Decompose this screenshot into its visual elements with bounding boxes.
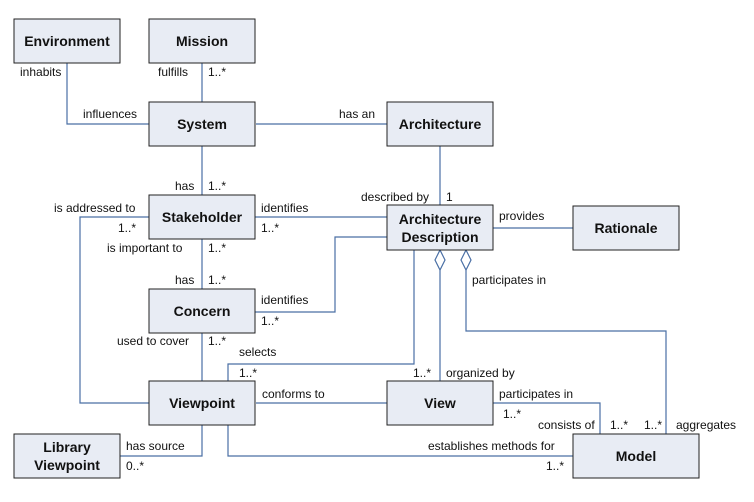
label-has-an: has an (339, 107, 375, 121)
label-consists-of-mult: 1..* (610, 418, 628, 432)
label-has-system: has (175, 179, 194, 193)
box-view-label: View (424, 395, 456, 411)
label-provides: provides (499, 209, 544, 223)
box-architecture[interactable]: Architecture (386, 101, 494, 147)
label-aggregates: aggregates (676, 418, 736, 432)
box-environment-label: Environment (24, 33, 110, 49)
label-aggregates-mult: 1..* (644, 418, 662, 432)
label-participates-in-view-mult: 1..* (503, 407, 521, 421)
box-model[interactable]: Model (572, 433, 700, 479)
box-concern[interactable]: Concern (148, 288, 256, 334)
edge-view-model (493, 402, 601, 434)
box-architecture-description[interactable]: Architecture Description (386, 204, 494, 251)
label-identifies-concern-mult: 1..* (261, 314, 279, 328)
edge-labels: inhabits fulfills 1..* influences has an… (20, 65, 736, 473)
label-selects: selects (239, 345, 276, 359)
label-establishes-methods-for-mult: 1..* (546, 459, 564, 473)
label-organized-by-mult: 1..* (413, 366, 431, 380)
label-described-by-mult: 1 (446, 190, 453, 204)
label-inhabits: inhabits (20, 65, 61, 79)
box-viewpoint[interactable]: Viewpoint (148, 380, 256, 426)
box-architecture-description-label-line2: Description (401, 229, 478, 245)
label-is-addressed-to: is addressed to (54, 201, 136, 215)
label-identifies-stakeholder: identifies (261, 201, 308, 215)
label-is-important-to: is important to (107, 241, 183, 255)
label-fulfills: fulfills (158, 65, 188, 79)
box-library-viewpoint-label-line1: Library (43, 439, 91, 455)
box-architecture-label: Architecture (399, 116, 482, 132)
label-has-concern-mult: 1..* (208, 273, 226, 287)
label-is-addressed-to-mult: 1..* (118, 221, 136, 235)
label-used-to-cover: used to cover (117, 334, 189, 348)
label-organized-by: organized by (446, 366, 515, 380)
aggregation-diamond-view (434, 248, 446, 272)
box-architecture-description-label-line1: Architecture (399, 211, 482, 227)
box-concern-label: Concern (174, 303, 231, 319)
box-library-viewpoint[interactable]: Library Viewpoint (13, 433, 121, 479)
edge-environment-system (66, 63, 149, 125)
edge-stakeholder-viewpoint (79, 216, 149, 404)
edge-concern-description (255, 236, 387, 313)
box-mission-label: Mission (176, 33, 228, 49)
label-is-important-to-mult: 1..* (208, 241, 226, 255)
aggregation-diamond-model (460, 248, 472, 272)
label-identifies-stakeholder-mult: 1..* (261, 221, 279, 235)
label-has-source: has source (126, 439, 185, 453)
box-viewpoint-label: Viewpoint (169, 395, 235, 411)
label-identifies-concern: identifies (261, 293, 308, 307)
box-environment[interactable]: Environment (13, 18, 121, 64)
edge-description-viewpoint (227, 250, 415, 381)
box-stakeholder-label: Stakeholder (162, 209, 243, 225)
label-fulfills-mult: 1..* (208, 65, 226, 79)
connectors (66, 63, 667, 457)
box-view[interactable]: View (386, 380, 494, 426)
label-selects-mult: 1..* (239, 366, 257, 380)
label-used-to-cover-mult: 1..* (208, 334, 226, 348)
box-stakeholder[interactable]: Stakeholder (148, 194, 256, 240)
label-establishes-methods-for: establishes methods for (428, 439, 555, 453)
label-consists-of: consists of (538, 418, 595, 432)
box-system[interactable]: System (148, 101, 256, 147)
edge-description-model (465, 270, 667, 434)
box-rationale-label: Rationale (594, 220, 657, 236)
box-system-label: System (177, 116, 227, 132)
label-described-by: described by (361, 190, 429, 204)
box-mission[interactable]: Mission (148, 18, 256, 64)
label-has-concern: has (175, 273, 194, 287)
label-influences: influences (83, 107, 137, 121)
label-has-system-mult: 1..* (208, 179, 226, 193)
box-library-viewpoint-label-line2: Viewpoint (34, 457, 100, 473)
box-model-label: Model (616, 448, 656, 464)
edge-viewpoint-model (227, 425, 573, 457)
label-participates-in-view: participates in (499, 387, 573, 401)
box-rationale[interactable]: Rationale (572, 205, 680, 251)
label-participates-in-description: participates in (472, 273, 546, 287)
label-conforms-to: conforms to (262, 387, 325, 401)
label-has-source-mult: 0..* (126, 459, 144, 473)
edge-library-viewpoint (120, 425, 203, 457)
